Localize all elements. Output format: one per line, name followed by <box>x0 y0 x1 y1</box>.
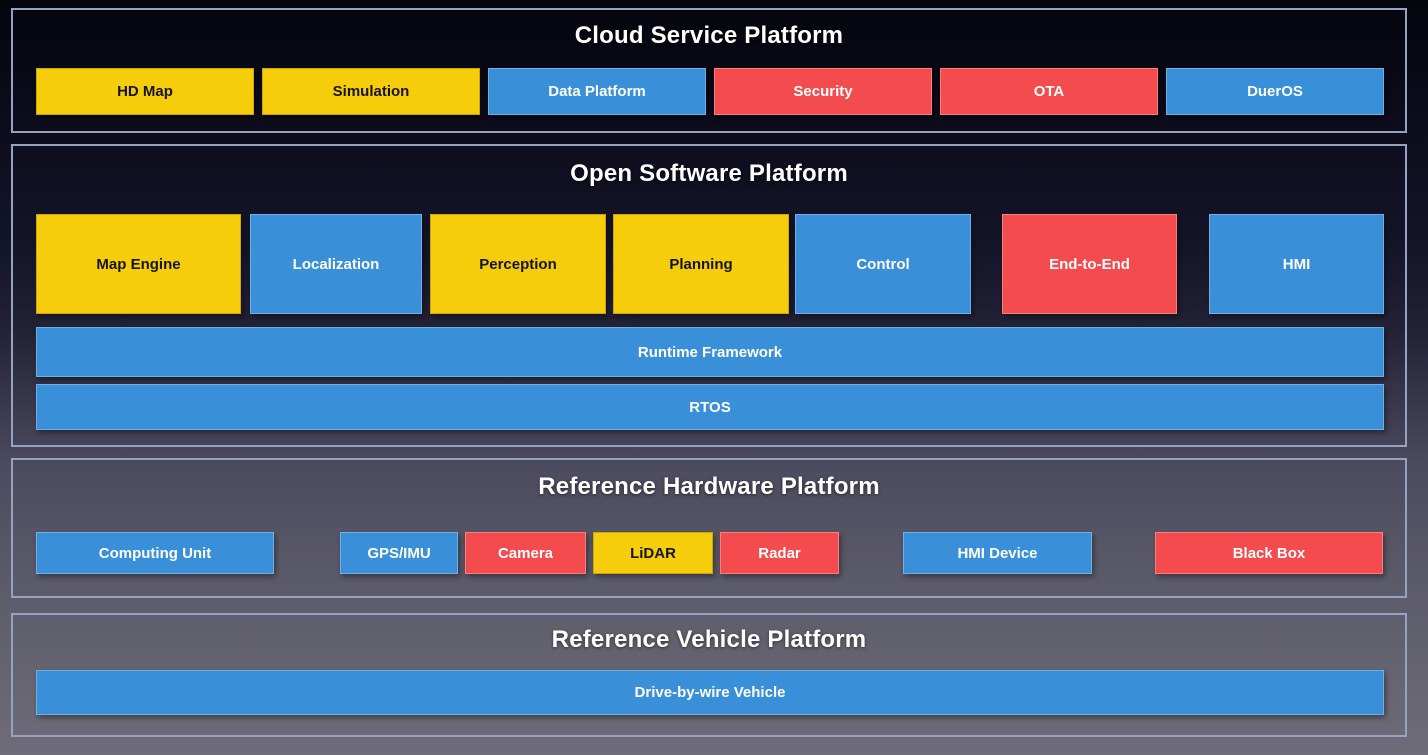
reference-hardware-platform-section: Reference Hardware Platform Computing Un… <box>11 458 1407 598</box>
hardware-platform-title: Reference Hardware Platform <box>538 473 880 500</box>
software-modules-row: Map Engine Localization Perception Plann… <box>36 214 1384 314</box>
block-computing-unit: Computing Unit <box>36 532 274 574</box>
block-hd-map: HD Map <box>36 68 254 115</box>
cloud-service-platform-section: Cloud Service Platform HD Map Simulation… <box>11 8 1407 133</box>
reference-vehicle-platform-section: Reference Vehicle Platform Drive-by-wire… <box>11 613 1407 737</box>
block-radar: Radar <box>720 532 839 574</box>
cloud-services-row: HD Map Simulation Data Platform Security… <box>36 68 1384 115</box>
block-gps-imu: GPS/IMU <box>340 532 458 574</box>
block-lidar: LiDAR <box>593 532 713 574</box>
block-control: Control <box>795 214 971 314</box>
block-black-box: Black Box <box>1155 532 1383 574</box>
block-rtos: RTOS <box>36 384 1384 430</box>
block-camera: Camera <box>465 532 586 574</box>
block-drive-by-wire-vehicle: Drive-by-wire Vehicle <box>36 670 1384 715</box>
block-map-engine: Map Engine <box>36 214 241 314</box>
rtos-row: RTOS <box>36 384 1384 430</box>
software-platform-title: Open Software Platform <box>570 160 848 187</box>
cloud-platform-title: Cloud Service Platform <box>574 22 844 49</box>
vehicle-row: Drive-by-wire Vehicle <box>36 670 1384 715</box>
vehicle-platform-title: Reference Vehicle Platform <box>551 626 867 653</box>
block-simulation: Simulation <box>262 68 480 115</box>
hardware-devices-row: Computing Unit GPS/IMU Camera LiDAR Rada… <box>36 532 1384 574</box>
block-ota: OTA <box>940 68 1158 115</box>
block-runtime-framework: Runtime Framework <box>36 327 1384 377</box>
runtime-framework-row: Runtime Framework <box>36 327 1384 377</box>
open-software-platform-section: Open Software Platform Map Engine Locali… <box>11 144 1407 447</box>
block-data-platform: Data Platform <box>488 68 706 115</box>
block-localization: Localization <box>250 214 422 314</box>
block-planning: Planning <box>613 214 789 314</box>
block-perception: Perception <box>430 214 606 314</box>
block-hmi-device: HMI Device <box>903 532 1092 574</box>
block-end-to-end: End-to-End <box>1002 214 1177 314</box>
block-hmi: HMI <box>1209 214 1384 314</box>
block-security: Security <box>714 68 932 115</box>
block-dueros: DuerOS <box>1166 68 1384 115</box>
